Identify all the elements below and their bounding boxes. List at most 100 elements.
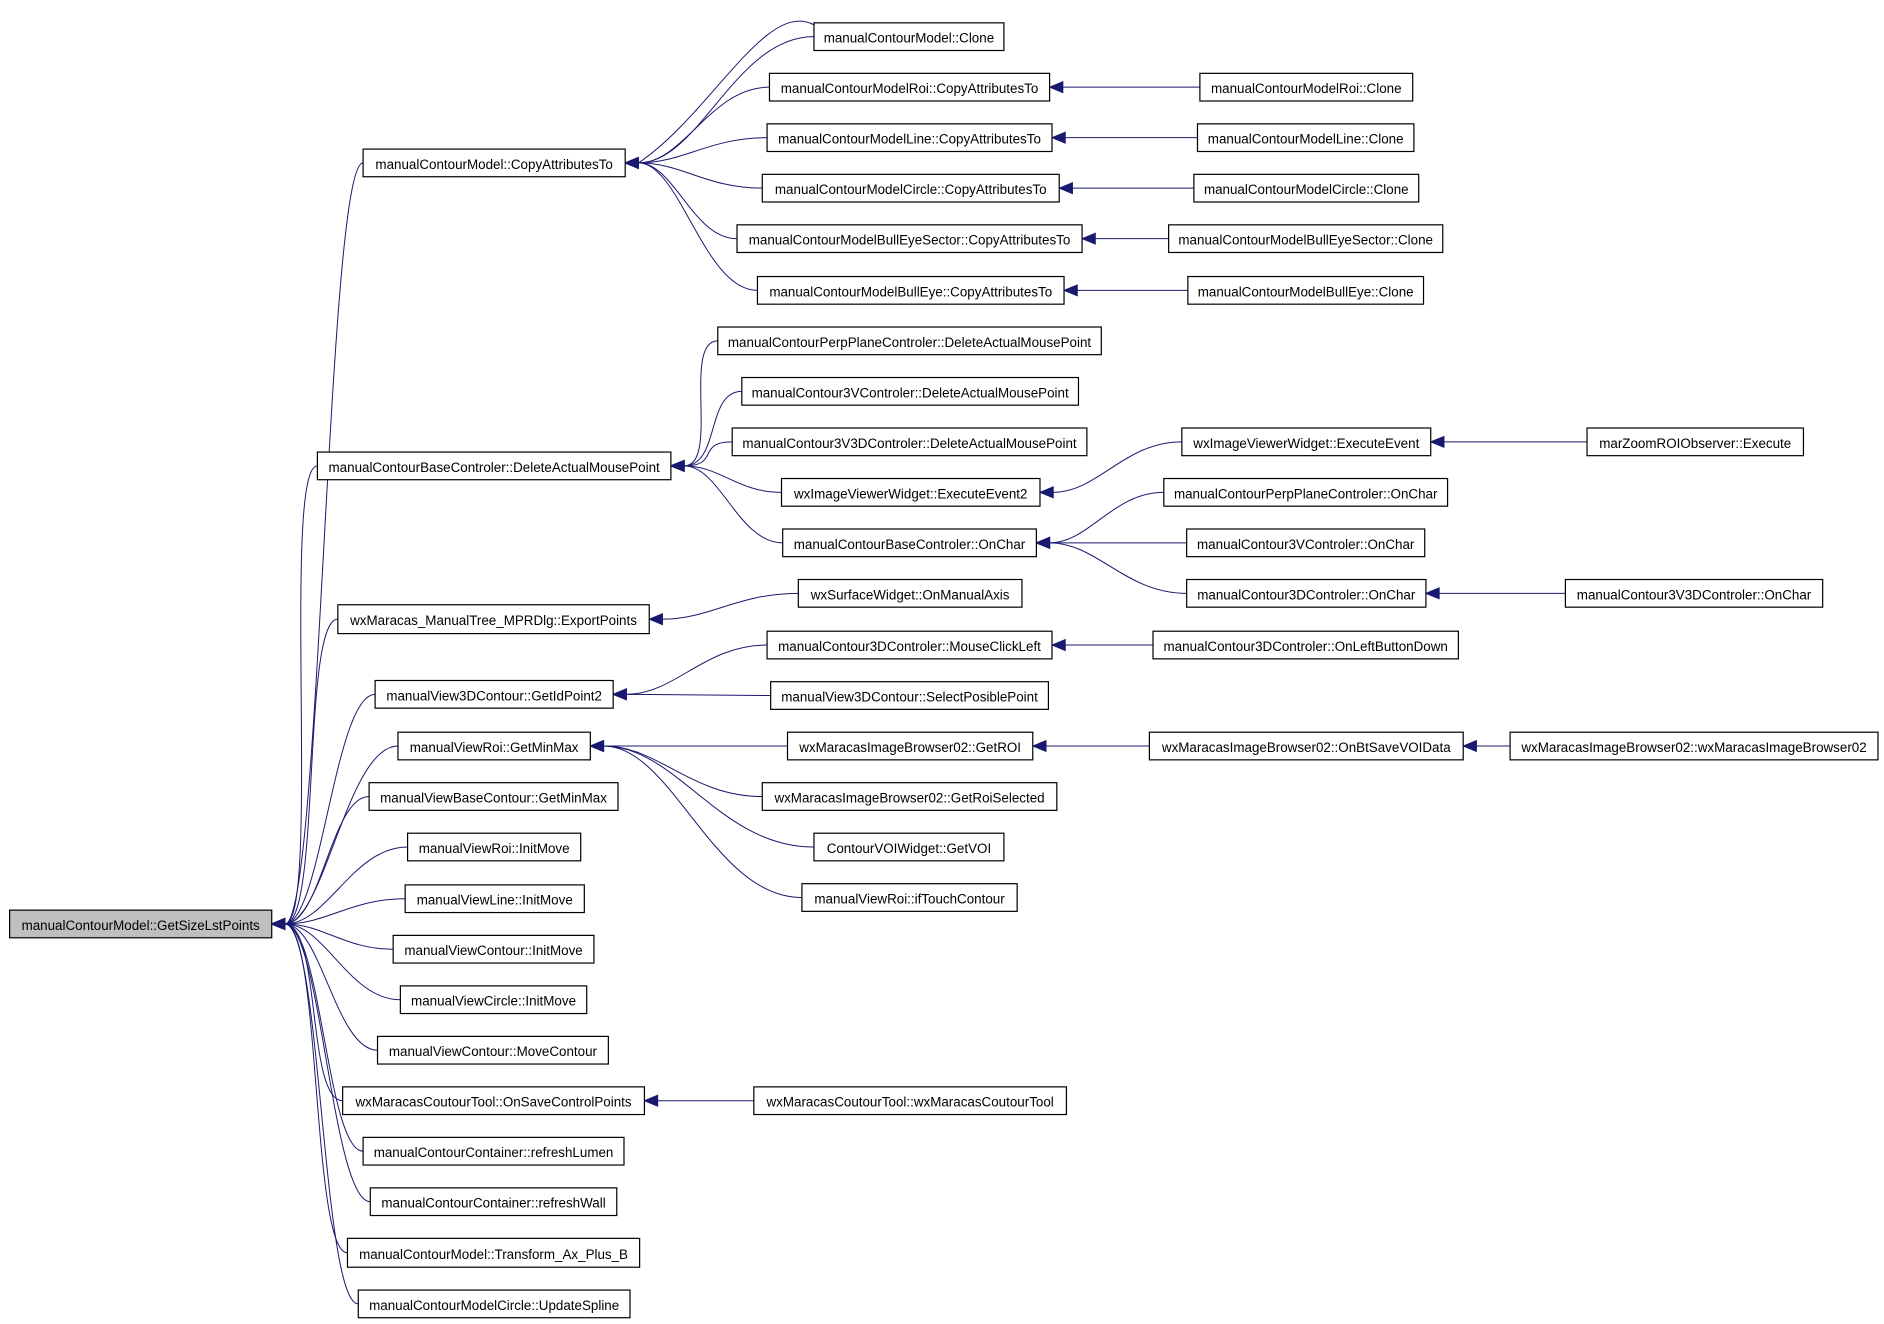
function-node[interactable]: manualContour3VControler::DeleteActualMo… [741, 376, 1080, 406]
root-function-node[interactable]: manualContourModel::GetSizeLstPoints [9, 909, 273, 939]
node-label: manualContour3V3DControler::DeleteActual… [742, 436, 1076, 451]
function-node[interactable]: wxMaracasImageBrowser02::GetROI [786, 731, 1034, 761]
function-node[interactable]: manualView3DContour::GetIdPoint2 [374, 679, 614, 709]
node-box [392, 934, 595, 964]
node-box [368, 782, 619, 811]
function-node[interactable]: wxSurfaceWidget::OnManualAxis [797, 578, 1023, 608]
node-label: manualView3DContour::GetIdPoint2 [386, 688, 602, 703]
function-node[interactable]: manualContour3DControler::MouseClickLeft [766, 630, 1053, 660]
function-node[interactable]: manualViewCircle::InitMove [399, 985, 588, 1015]
function-node[interactable]: manualView3DContour::SelectPosiblePoint [770, 681, 1050, 710]
node-box [9, 909, 273, 939]
node-box [376, 1035, 609, 1065]
function-node[interactable]: manualViewContour::InitMove [392, 934, 595, 964]
function-node[interactable]: manualContour3VControler::OnChar [1186, 528, 1426, 558]
node-label: manualContourBaseControler::DeleteActual… [329, 460, 661, 475]
node-label: manualContourModel::CopyAttributesTo [375, 157, 612, 172]
call-edge-arrowhead [1050, 638, 1066, 652]
call-edge [684, 441, 733, 467]
call-edge [662, 592, 799, 620]
function-node[interactable]: manualContourBaseControler::DeleteActual… [316, 451, 672, 481]
call-edge [684, 390, 742, 467]
function-node[interactable]: manualViewRoi::InitMove [406, 832, 582, 862]
call-edge [284, 162, 364, 925]
node-label: manualContourBaseControler::OnChar [794, 537, 1026, 552]
function-node[interactable]: manualContourModelBullEyeSector::Clone [1168, 224, 1444, 254]
function-node[interactable]: manualContour3DControler::OnChar [1186, 578, 1427, 608]
function-node[interactable]: manualContourPerpPlaneControler::OnChar [1163, 477, 1449, 507]
node-box [1152, 630, 1459, 660]
node-label: manualViewLine::InitMove [417, 893, 573, 908]
call-edge [603, 745, 763, 798]
call-edge [284, 923, 378, 1051]
node-label: manualContourModelLine::CopyAttributesTo [778, 132, 1041, 147]
node-label: manualViewBaseContour::GetMinMax [380, 791, 607, 806]
node-box [1181, 427, 1432, 457]
function-node[interactable]: manualContourContainer::refreshLumen [362, 1136, 625, 1166]
function-node[interactable]: manualContourModelLine::CopyAttributesTo [766, 123, 1053, 153]
function-node[interactable]: wxMaracasCoutourTool::wxMaracasCoutourTo… [753, 1086, 1068, 1116]
function-node[interactable]: manualContourModelBullEye::CopyAttribute… [756, 275, 1065, 305]
function-node[interactable]: marZoomROIObserver::Execute [1586, 427, 1805, 457]
call-edge [284, 923, 343, 1102]
call-edge [626, 693, 771, 697]
node-label: manualContourModelCircle::Clone [1204, 182, 1409, 197]
call-edge-arrowhead [643, 1094, 659, 1107]
node-label: manualContour3VControler::DeleteActualMo… [752, 385, 1069, 400]
function-node[interactable]: manualContourModelCircle::UpdateSpline [357, 1289, 631, 1319]
function-node[interactable]: wxMaracasCoutourTool::OnSaveControlPoint… [342, 1086, 646, 1116]
function-node[interactable]: manualContourModelCircle::Clone [1193, 173, 1420, 203]
function-node[interactable]: manualContourModelBullEyeSector::CopyAtt… [736, 224, 1083, 254]
node-label: manualContourModelCircle::CopyAttributes… [775, 182, 1047, 197]
function-node[interactable]: wxMaracasImageBrowser02::OnBtSaveVOIData [1148, 731, 1464, 761]
node-label: manualViewRoi::GetMinMax [410, 740, 579, 755]
node-box [342, 1086, 646, 1116]
function-node[interactable]: manualViewContour::MoveContour [376, 1035, 609, 1065]
call-edge [284, 846, 408, 925]
call-edge [684, 340, 718, 467]
call-edge-arrowhead [647, 613, 663, 626]
edges-layer [270, 20, 1588, 1305]
function-node[interactable]: manualContourContainer::refreshWall [369, 1187, 618, 1217]
function-node[interactable]: manualViewBaseContour::GetMinMax [368, 782, 619, 811]
node-box [1163, 477, 1449, 507]
function-node[interactable]: manualViewRoi::ifTouchContour [801, 883, 1018, 912]
node-label: manualContourModel::Transform_Ax_Plus_B [359, 1247, 628, 1262]
function-node[interactable]: wxMaracasImageBrowser02::wxMaracasImageB… [1509, 731, 1879, 761]
call-edge [284, 923, 348, 1254]
node-label: manualViewContour::InitMove [404, 943, 582, 958]
node-box [770, 681, 1050, 710]
function-node[interactable]: wxImageViewerWidget::ExecuteEvent2 [780, 477, 1041, 507]
function-node[interactable]: wxMaracasImageBrowser02::GetRoiSelected [761, 782, 1058, 811]
function-node[interactable]: manualContourBaseControler::OnChar [782, 528, 1037, 558]
call-edge-arrowhead [1050, 131, 1066, 144]
function-node[interactable]: manualContourModelLine::Clone [1196, 123, 1415, 153]
function-node[interactable]: manualContour3DControler::OnLeftButtonDo… [1152, 630, 1459, 660]
function-node[interactable]: manualContourModel::Clone [813, 22, 1005, 52]
node-box [406, 832, 582, 862]
node-label: manualView3DContour::SelectPosiblePoint [781, 690, 1038, 705]
call-edge [638, 20, 815, 164]
function-node[interactable]: wxImageViewerWidget::ExecuteEvent [1181, 427, 1432, 457]
function-node[interactable]: manualContour3V3DControler::DeleteActual… [731, 427, 1088, 457]
function-node[interactable]: manualViewLine::InitMove [404, 884, 585, 914]
node-label: manualContourContainer::refreshWall [381, 1196, 605, 1211]
function-node[interactable]: manualContourModelRoi::Clone [1199, 72, 1414, 102]
function-node[interactable]: ContourVOIWidget::GetVOI [813, 832, 1005, 862]
function-node[interactable]: manualContourModelBullEye::Clone [1187, 275, 1425, 305]
call-edge [638, 162, 763, 189]
node-box [1586, 427, 1805, 457]
function-node[interactable]: manualContour3V3DControler::OnChar [1564, 578, 1824, 608]
function-node[interactable]: manualContourModel::CopyAttributesTo [362, 148, 626, 178]
function-node[interactable]: manualContourModel::Transform_Ax_Plus_B [346, 1237, 641, 1268]
function-node[interactable]: manualContourPerpPlaneControler::DeleteA… [717, 326, 1102, 356]
node-box [797, 578, 1023, 608]
call-edge [284, 923, 394, 950]
function-node[interactable]: manualContourModelRoi::CopyAttributesTo [768, 72, 1051, 102]
node-label: wxMaracasImageBrowser02::GetROI [798, 740, 1021, 755]
function-node[interactable]: manualViewRoi::GetMinMax [397, 731, 591, 761]
node-label: wxMaracasImageBrowser02::wxMaracasImageB… [1520, 740, 1866, 755]
function-node[interactable]: wxMaracas_ManualTree_MPRDlg::ExportPoint… [337, 604, 650, 635]
function-node[interactable]: manualContourModelCircle::CopyAttributes… [761, 173, 1060, 203]
call-edge [638, 162, 738, 240]
